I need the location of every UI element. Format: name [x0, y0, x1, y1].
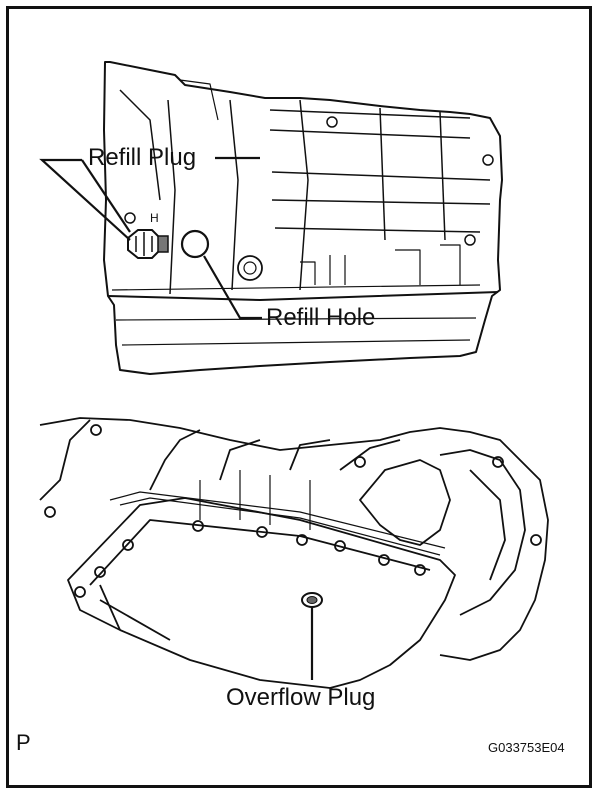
- leader-lines: [39, 156, 314, 680]
- overflow-plug-label: Overflow Plug: [226, 684, 376, 711]
- overflow-plug-icon: [301, 592, 323, 608]
- svg-text:H: H: [150, 211, 159, 225]
- oil-pan-outline: [67, 497, 456, 689]
- corner-mark: P: [16, 730, 31, 755]
- refill-plug-label: Refill Plug: [88, 144, 197, 171]
- refill-plug-icon: [127, 229, 169, 259]
- transmission-case-outline: [103, 61, 503, 375]
- transmission-bottom-view: [39, 417, 549, 689]
- refill-hole-label: Refill Hole: [266, 304, 376, 331]
- transmission-side-view: H: [103, 61, 503, 375]
- figure-code: G033753E04: [488, 740, 565, 755]
- refill-hole-icon: [180, 229, 210, 259]
- oil-pan-line: [107, 291, 499, 301]
